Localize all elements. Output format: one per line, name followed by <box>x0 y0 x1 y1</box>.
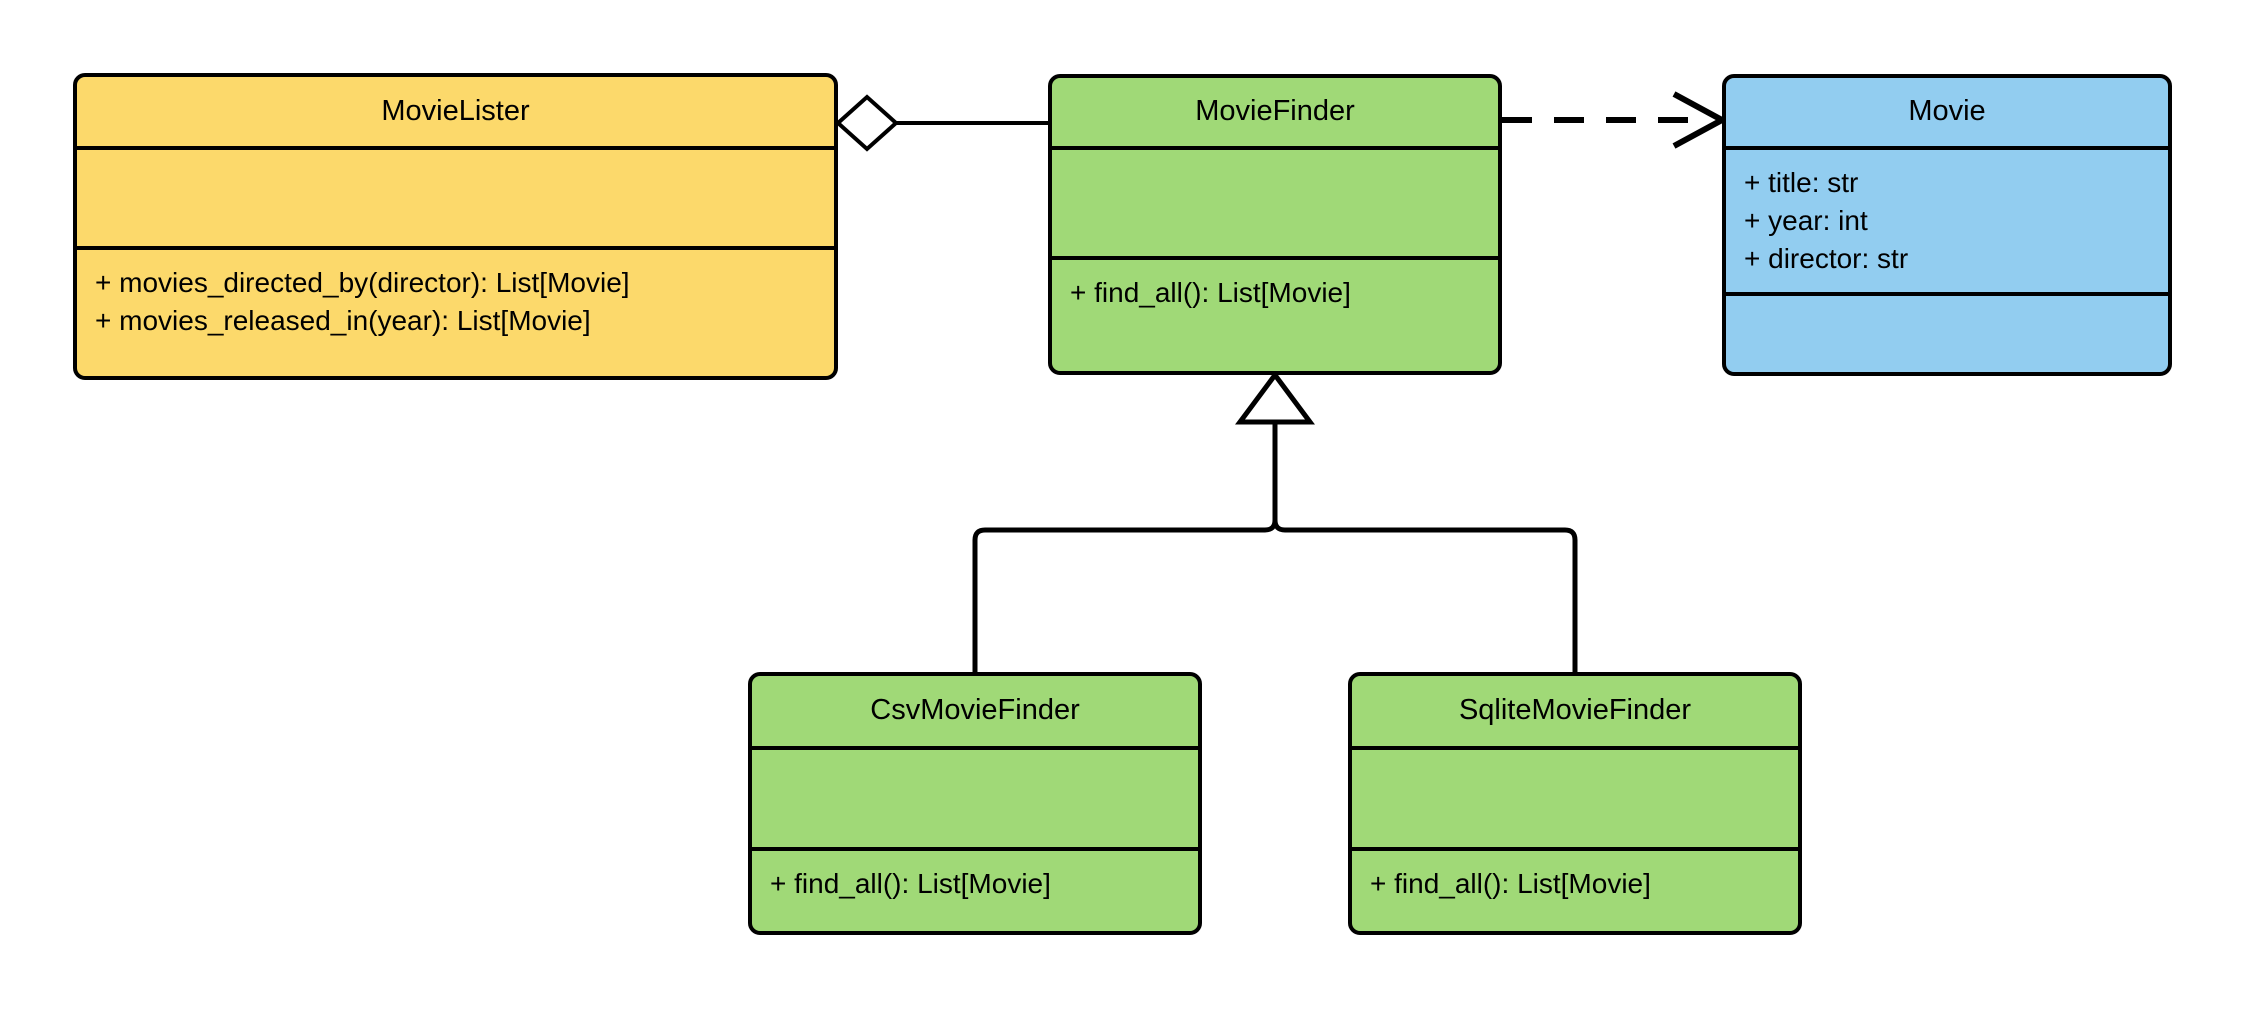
attributes-compartment-movie-finder <box>1052 146 1498 256</box>
hollow-diamond-icon <box>835 94 899 152</box>
methods-compartment-movie-finder: + find_all(): List[Movie] <box>1052 256 1498 371</box>
class-box-movie-lister[interactable]: MovieLister + movies_directed_by(directo… <box>73 73 838 380</box>
method-item: + find_all(): List[Movie] <box>770 868 1051 899</box>
open-arrow-icon <box>1672 91 1729 149</box>
generalization-line-sqlite <box>1272 422 1578 672</box>
class-box-movie[interactable]: Movie + title: str + year: int + directo… <box>1722 74 2172 376</box>
method-item: + movies_directed_by(director): List[Mov… <box>95 267 630 298</box>
method-item: + movies_released_in(year): List[Movie] <box>95 305 591 337</box>
attribute-item: + year: int <box>1744 205 1868 237</box>
method-item: + find_all(): List[Movie] <box>1070 277 1351 308</box>
attribute-item: + title: str <box>1744 167 1859 198</box>
hollow-triangle-icon <box>1235 370 1315 425</box>
attributes-compartment-movie: + title: str + year: int + director: str <box>1726 146 2168 292</box>
methods-compartment-csv-movie-finder: + find_all(): List[Movie] <box>752 847 1198 931</box>
relationship-dependency-finder-movie <box>1502 91 1729 149</box>
methods-compartment-movie <box>1726 292 2168 372</box>
relationship-aggregation-lister-finder <box>835 94 1048 152</box>
class-name-movie-finder: MovieFinder <box>1195 95 1355 128</box>
class-name-sqlite-movie-finder: SqliteMovieFinder <box>1458 694 1692 727</box>
generalization-line-csv <box>972 422 1278 672</box>
attributes-compartment-sqlite-movie-finder <box>1352 746 1798 847</box>
attributes-compartment-csv-movie-finder <box>752 746 1198 847</box>
attribute-item: + director: str <box>1744 243 1909 275</box>
relationship-generalization-subfinders <box>972 370 1578 672</box>
class-name-movie-lister: MovieLister <box>381 94 530 127</box>
methods-compartment-sqlite-movie-finder: + find_all(): List[Movie] <box>1352 847 1798 931</box>
class-box-csv-movie-finder[interactable]: CsvMovieFinder + find_all(): List[Movie] <box>748 672 1202 935</box>
class-name-movie: Movie <box>1908 95 1986 128</box>
class-box-sqlite-movie-finder[interactable]: SqliteMovieFinder + find_all(): List[Mov… <box>1348 672 1802 935</box>
method-item: + find_all(): List[Movie] <box>1370 868 1651 899</box>
methods-compartment-movie-lister: + movies_directed_by(director): List[Mov… <box>77 246 834 376</box>
class-name-csv-movie-finder: CsvMovieFinder <box>870 694 1080 727</box>
attributes-compartment-movie-lister <box>77 146 834 246</box>
class-box-movie-finder[interactable]: MovieFinder + find_all(): List[Movie] <box>1048 74 1502 375</box>
